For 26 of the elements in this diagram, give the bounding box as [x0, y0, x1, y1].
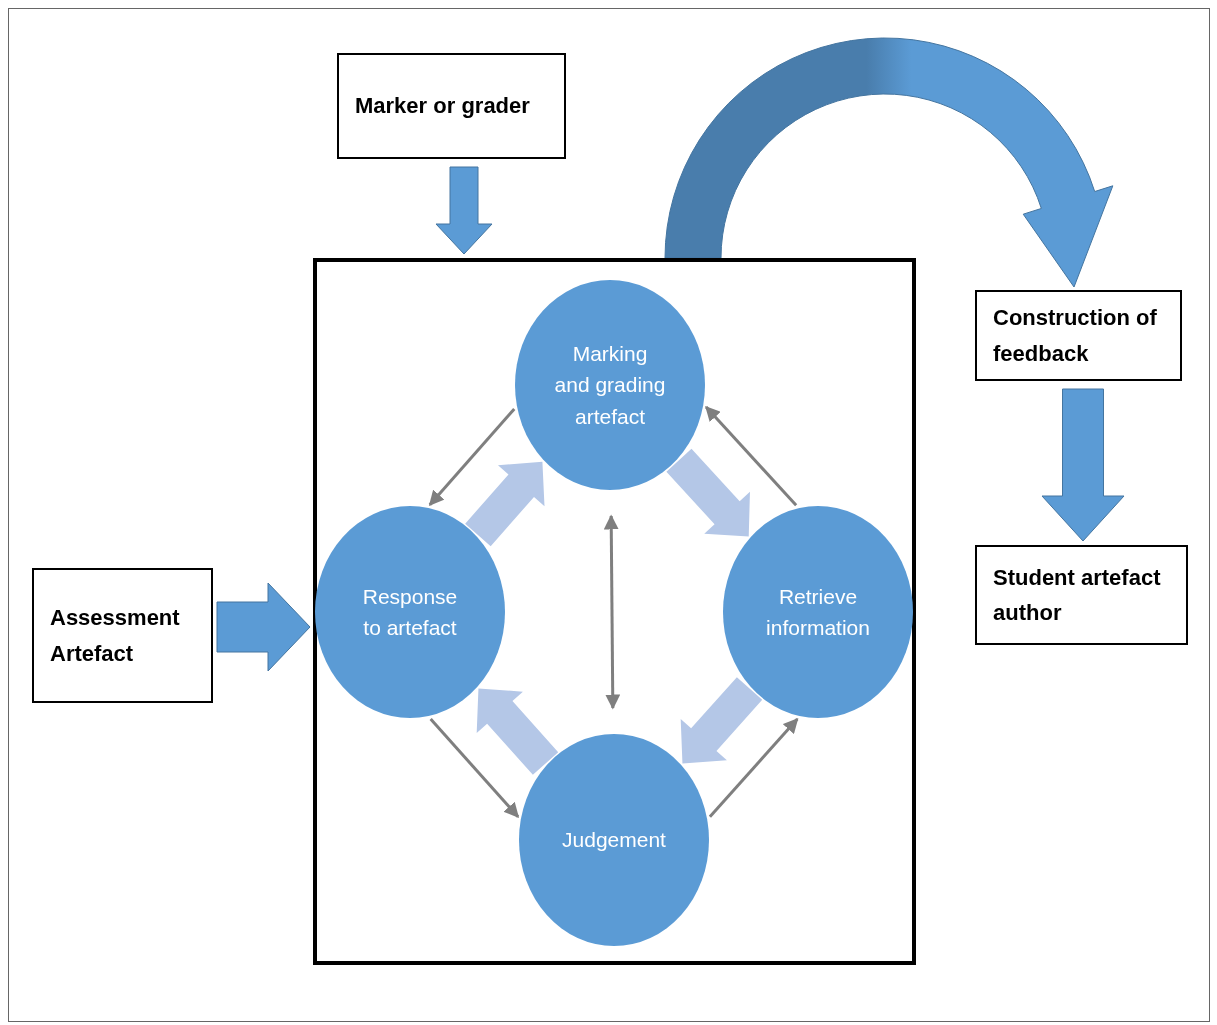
- block-arrow: [666, 448, 750, 537]
- process-box: [337, 53, 566, 159]
- node-label: Marker or grader: [355, 92, 531, 121]
- node-label: Assessment Artefact: [50, 604, 181, 668]
- block-arrow: [1041, 388, 1125, 542]
- node-label: Response to artefact: [361, 583, 459, 641]
- arrow: [429, 718, 520, 818]
- block-arrow: [216, 582, 311, 672]
- process-box: [32, 568, 213, 703]
- block-arrow: [680, 677, 763, 764]
- arrow: [428, 407, 516, 506]
- node-label: Marking and grading artefact: [554, 340, 666, 430]
- block-arrow: [476, 688, 559, 775]
- node-label: Retrieve information: [765, 583, 871, 641]
- node-label: Student artefact author: [993, 563, 1162, 627]
- arrow: [705, 405, 798, 507]
- node-label: Construction of feedback: [993, 304, 1158, 368]
- arrow: [603, 514, 621, 710]
- process-box: [975, 545, 1188, 645]
- process-box: [975, 290, 1182, 381]
- arrow: [708, 717, 799, 818]
- frame-box: [313, 258, 916, 965]
- curved-block-arrow: [664, 37, 1114, 288]
- node-label: Judgement: [562, 827, 666, 854]
- block-arrow: [465, 461, 545, 547]
- block-arrow: [435, 166, 493, 255]
